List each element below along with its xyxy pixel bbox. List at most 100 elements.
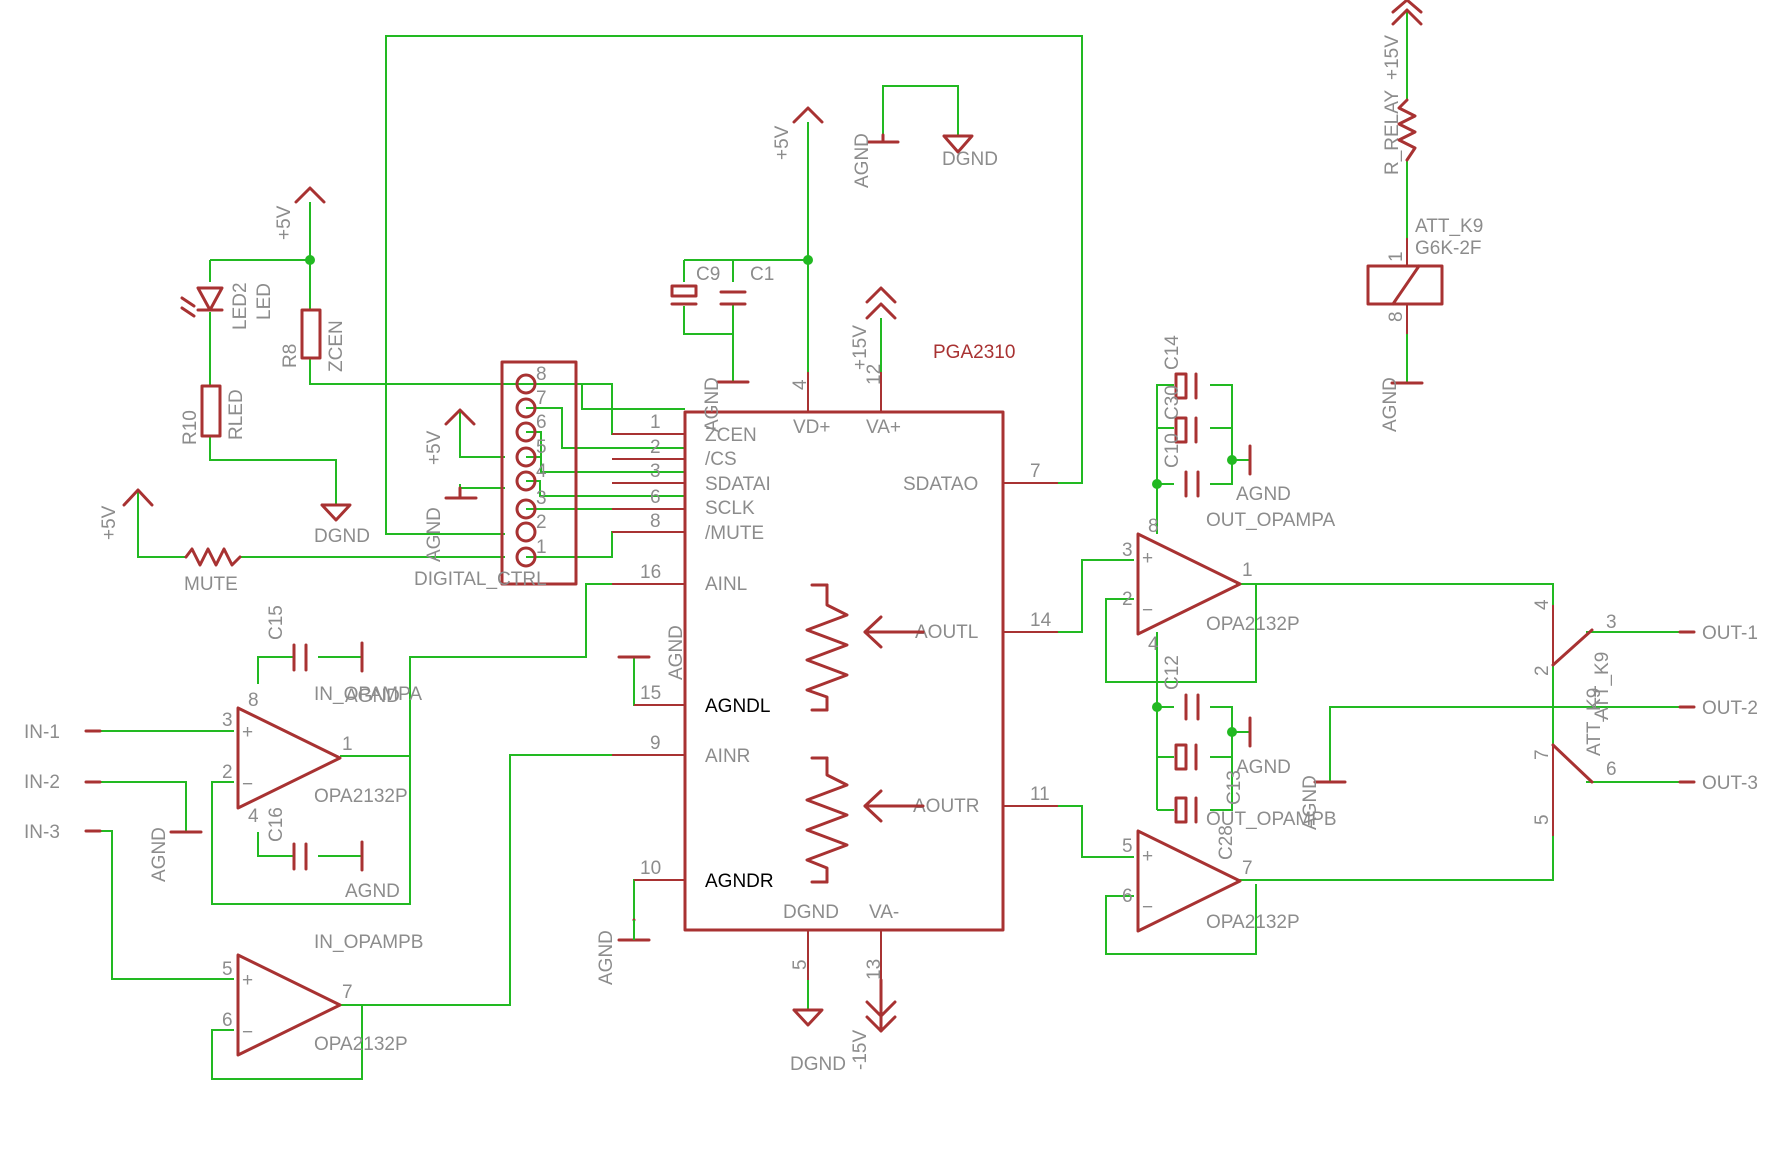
r10-name: R10 (180, 410, 201, 445)
dgnd-label-left: DGND (314, 526, 370, 547)
connector-name: DIGITAL_CTRL (414, 569, 547, 590)
opamp-in-a-pin3: 3 (222, 710, 233, 731)
r8-name: R8 (280, 344, 301, 368)
pin-label-dgnd: DGND (783, 902, 839, 923)
relay-coil-pin8: 8 (1386, 311, 1407, 322)
opamp-out-b-plus: + (1142, 846, 1153, 867)
pin-label-aoutr: AOUTR (913, 796, 980, 817)
opamp-in-b-name: IN_OPAMPB (314, 932, 423, 953)
opamp-in-b: + − 5 6 7 IN_OPAMPB OPA2132P (222, 932, 423, 1057)
agnd-label-relay: AGND (1380, 377, 1401, 432)
conn-pin-1: 1 (536, 537, 547, 558)
relay-coil: 1 8 ATT_K9 G6K-2F (1366, 216, 1483, 334)
relay-sw-value: ATT_K9 (1592, 652, 1613, 720)
relay-pin-4: 4 (1532, 599, 1553, 610)
opamp-out-b-minus: − (1142, 897, 1153, 918)
mute-resistor: MUTE (184, 547, 242, 595)
opamp-out-a-pin2: 2 (1122, 589, 1133, 610)
agnd-label-c16: AGND (345, 881, 400, 902)
p5v-label-led: +5V (274, 205, 295, 240)
relay-switch: 4 3 2 7 6 5 ATT_K9 ATT_K9 (1532, 599, 1617, 836)
pin-num-7: 7 (1030, 461, 1041, 482)
opamp-in-a-pin8: 8 (248, 690, 259, 711)
opamp-out-a-model: OPA2132P (1206, 614, 1300, 635)
opamp-in-a: + − 8 3 2 1 4 IN_OPAMPA OPA2132P (222, 684, 422, 827)
opamp-out-a-plus: + (1142, 548, 1153, 569)
p5v-label-conn: +5V (424, 430, 445, 465)
relay-pin-7: 7 (1532, 749, 1553, 760)
pin-num-2: 2 (650, 437, 661, 458)
c28-label: C28 (1216, 825, 1237, 860)
p15v-label-va: +15V (850, 325, 871, 370)
led2-name: LED2 (230, 282, 251, 330)
led2: LED2 LED (180, 282, 275, 330)
opamp-out-a-pin8: 8 (1148, 516, 1159, 537)
pin-label-ainr: AINR (705, 746, 750, 767)
opamp-in-b-pin5: 5 (222, 959, 233, 980)
opamp-in-b-minus: − (242, 1022, 253, 1043)
relay-pin-2: 2 (1532, 665, 1553, 676)
conn-pin-6: 6 (536, 412, 547, 433)
out-2-label: OUT-2 (1702, 698, 1758, 719)
opamp-in-b-model: OPA2132P (314, 1034, 408, 1055)
agnd-label-out2: AGND (1300, 775, 1321, 830)
opamp-in-a-minus: − (242, 774, 253, 795)
opamp-in-a-name: IN_OPAMPA (314, 684, 422, 705)
opamp-out-b-pin7: 7 (1242, 858, 1253, 879)
pin-label-aoutl: AOUTL (915, 622, 978, 643)
opamp-out-a-pin3: 3 (1122, 540, 1133, 561)
pin-num-13: 13 (864, 959, 885, 980)
pin-label-sclk: SCLK (705, 498, 755, 519)
m15v-label: -15V (850, 1030, 871, 1070)
opamp-out-b-name: OUT_OPAMPB (1206, 809, 1337, 830)
pin-num-10: 10 (640, 858, 661, 879)
c14-label: C14 (1162, 335, 1183, 370)
c16-label: C16 (266, 807, 287, 842)
relay-coil-pin1: 1 (1386, 251, 1407, 262)
p15v-symbols: +15V +15V R_RELAY (850, 0, 1423, 370)
opamp-out-b: + − 5 6 7 OUT_OPAMPB OPA2132P (1122, 809, 1337, 933)
p15v-label-relay: +15V (1382, 35, 1403, 80)
c12-label: C12 (1162, 655, 1183, 690)
conn-pin-3: 3 (536, 488, 547, 509)
pin-num-11: 11 (1030, 784, 1050, 805)
conn-pin-4: 4 (536, 461, 547, 482)
junctions (305, 255, 1237, 737)
digital-ctrl-connector: 8 7 6 5 4 3 2 1 DIGITAL_CTRL (414, 360, 578, 590)
pin-num-14: 14 (1030, 610, 1052, 631)
led2-value: LED (254, 283, 275, 320)
pin-label-agndl: AGNDL (705, 696, 770, 717)
out-3-label: OUT-3 (1702, 773, 1758, 794)
pga2310-chip: PGA2310 1 2 3 6 8 16 15 9 10 ZCEN /CS SD… (612, 342, 1058, 980)
conn-pin-8: 8 (536, 364, 547, 385)
capacitors: C9 C1 C15 C16 C14 C30 C10 C12 C13 C28 (266, 264, 1245, 871)
agnd-label-c9: AGND (702, 377, 723, 432)
in-1-label: IN-1 (24, 722, 60, 743)
pin-num-5: 5 (790, 959, 811, 970)
dgnd-symbols: DGND DGND DGND (314, 134, 998, 1075)
opamp-out-b-model: OPA2132P (1206, 912, 1300, 933)
opamp-in-a-plus: + (242, 722, 253, 743)
opamp-in-b-pin6: 6 (222, 1010, 233, 1031)
agnd-label-out-a: AGND (1236, 484, 1291, 505)
pin-label-vdplus: VD+ (793, 417, 831, 438)
relay-name: ATT_K9 (1415, 216, 1483, 237)
p5v-symbols: +5V +5V +5V +5V (99, 106, 824, 540)
pin-label-vaminus: VA- (869, 902, 899, 923)
c1-label: C1 (750, 264, 774, 285)
opamp-out-b-pin6: 6 (1122, 886, 1133, 907)
pin-num-3: 3 (650, 461, 661, 482)
opamp-out-a: + − 8 3 2 1 4 OUT_OPAMPA OPA2132P (1122, 510, 1335, 655)
in-2-label: IN-2 (24, 772, 60, 793)
input-ports: IN-1 IN-2 IN-3 (24, 722, 102, 843)
pin-num-1: 1 (650, 412, 661, 433)
pin-num-9: 9 (650, 733, 661, 754)
out-1-label: OUT-1 (1702, 623, 1758, 644)
c15-label: C15 (266, 605, 287, 640)
m15v-symbol: -15V (850, 978, 897, 1070)
agnd-label-c15: AGND (345, 686, 400, 707)
r8-value: ZCEN (326, 320, 347, 372)
in-3-label: IN-3 (24, 822, 60, 843)
opamp-out-b-pin5: 5 (1122, 836, 1133, 857)
